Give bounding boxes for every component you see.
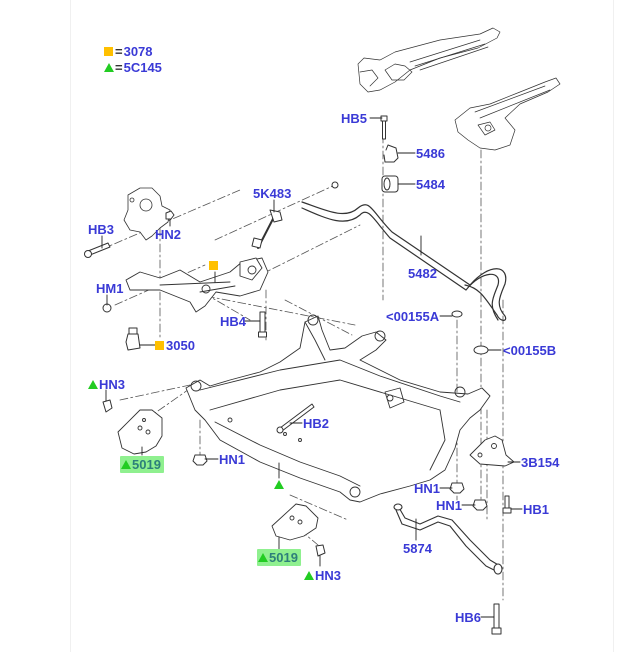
- callout-5019-bottom-text: 5019: [269, 550, 298, 565]
- washer-00155a: [451, 310, 463, 318]
- callout-5486[interactable]: 5486: [416, 146, 445, 161]
- callout-hn2[interactable]: HN2: [155, 227, 182, 242]
- hn1-nut-left: [192, 454, 208, 466]
- callout-hn3-left-text: HN3: [99, 377, 126, 392]
- callout-hb2[interactable]: HB2: [303, 416, 330, 431]
- hn1-nut-right-b: [472, 499, 488, 511]
- stabilizer-bar: [301, 201, 507, 321]
- hb3-bolt: [84, 242, 111, 258]
- hn3-nut-bottom: [315, 544, 326, 557]
- washer-00155b: [473, 345, 489, 355]
- legend-item-triangle: =5C145: [104, 60, 162, 76]
- callout-hn1-right-a[interactable]: HN1: [414, 481, 441, 496]
- stabilizer-link: [251, 209, 283, 249]
- legend-item-square: =3078: [104, 44, 162, 60]
- hn1-nut-right-a: [449, 482, 465, 494]
- callout-hn3-bottom[interactable]: HN3: [304, 568, 341, 583]
- callout-00155b[interactable]: <00155B: [503, 343, 557, 358]
- legend-code: 3078: [123, 44, 153, 59]
- legend: =3078 =5C145: [104, 44, 162, 76]
- callout-leaders: [101, 117, 523, 618]
- callout-hn1-left[interactable]: HN1: [219, 452, 246, 467]
- subframe-brace-bottom: [271, 503, 319, 541]
- rear-mount-bracket: [469, 435, 515, 467]
- stabilizer-bar-bracket: [383, 144, 399, 163]
- small-nut: [331, 181, 339, 189]
- triangle-marker-icon: [304, 571, 314, 580]
- triangle-marker-icon: [274, 480, 284, 489]
- body-rail-right: [454, 77, 561, 151]
- callout-5019-left-text: 5019: [132, 457, 161, 472]
- callout-hn3-bottom-text: HN3: [315, 568, 342, 583]
- callout-5482[interactable]: 5482: [408, 266, 437, 281]
- callout-hb3[interactable]: HB3: [88, 222, 115, 237]
- callout-hm1[interactable]: HM1: [96, 281, 124, 296]
- tie-bar: [393, 503, 503, 575]
- square-marker-icon: [155, 341, 164, 350]
- callout-3050[interactable]: 3050: [155, 338, 195, 353]
- callout-5019-left[interactable]: 5019: [120, 456, 164, 473]
- body-rail-left: [357, 27, 501, 93]
- ball-joint: [125, 327, 141, 351]
- triangle-marker-icon: [104, 63, 114, 72]
- legend-code: 5C145: [123, 60, 162, 75]
- diagram-frame: [70, 0, 614, 652]
- triangle-marker-icon: [121, 460, 131, 469]
- knuckle: [123, 187, 171, 241]
- callout-5k483[interactable]: 5K483: [253, 186, 292, 201]
- callout-hb4[interactable]: HB4: [220, 314, 247, 329]
- hb1-bolt: [502, 495, 512, 514]
- callout-00155a[interactable]: <00155A: [386, 309, 440, 324]
- stabilizer-bar-bushing: [381, 175, 399, 193]
- callout-hb1[interactable]: HB1: [523, 502, 550, 517]
- hn2-nut: [165, 210, 175, 220]
- callout-hb6[interactable]: HB6: [455, 610, 482, 625]
- square-marker-icon: [104, 47, 113, 56]
- subframe-brace-left: [117, 409, 163, 455]
- callout-hn3-left[interactable]: HN3: [88, 377, 125, 392]
- subframe: [185, 314, 491, 503]
- callout-5874[interactable]: 5874: [403, 541, 432, 556]
- callout-5019-bottom[interactable]: 5019: [257, 549, 301, 566]
- callout-hn1-right-b[interactable]: HN1: [436, 498, 463, 513]
- hb5-bolt: [380, 115, 388, 140]
- triangle-marker-icon: [258, 553, 268, 562]
- callout-3b154[interactable]: 3B154: [521, 455, 560, 470]
- callout-3050-text: 3050: [166, 338, 195, 353]
- triangle-marker-icon: [88, 380, 98, 389]
- hb6-bolt: [491, 603, 502, 635]
- square-marker-icon: [209, 261, 218, 270]
- hn3-nut-left: [102, 399, 113, 413]
- hb2-bolt: [276, 403, 315, 434]
- callout-hb5[interactable]: HB5: [341, 111, 368, 126]
- callout-5484[interactable]: 5484: [416, 177, 445, 192]
- hb4-bolt: [258, 311, 267, 338]
- lower-control-arm: [125, 257, 269, 313]
